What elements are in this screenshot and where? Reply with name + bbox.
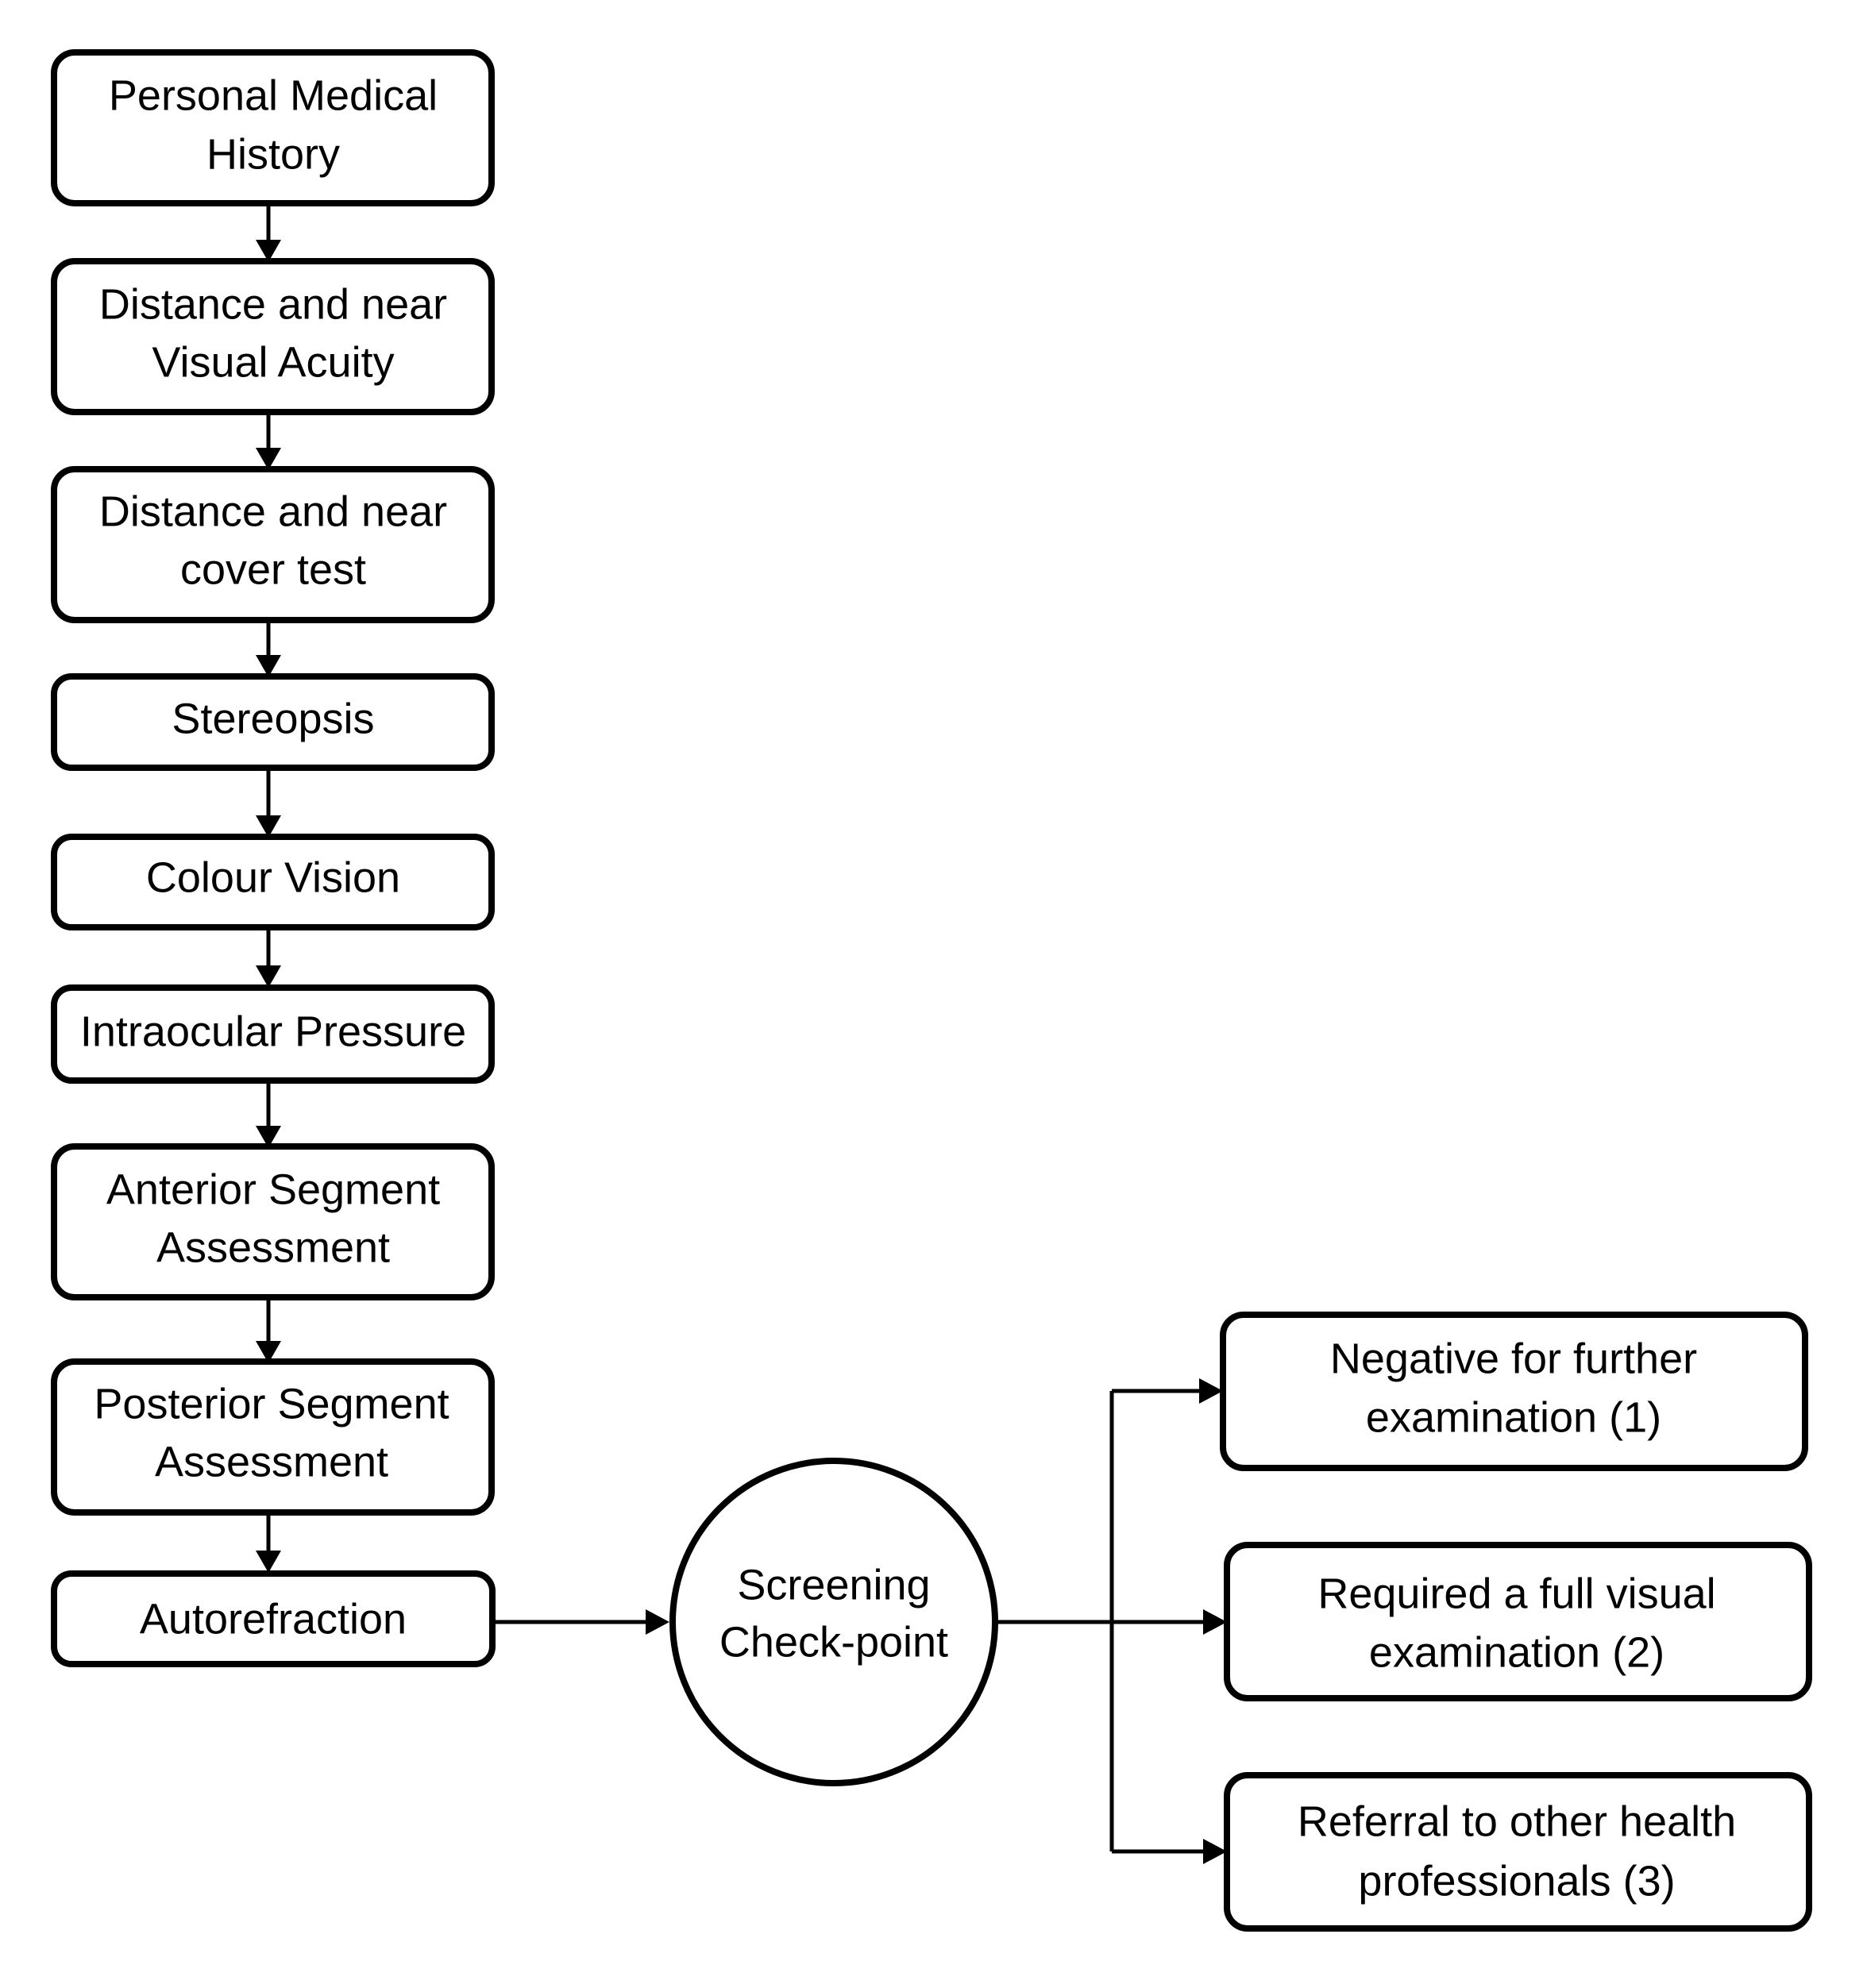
outcome-label-line: Referral to other health bbox=[1298, 1797, 1736, 1845]
step-autorefraction: Autorefraction bbox=[51, 1570, 496, 1667]
step-box bbox=[51, 834, 495, 930]
step-box bbox=[51, 258, 495, 415]
arrowhead-6-7 bbox=[256, 1126, 281, 1148]
arrowhead-8-9 bbox=[256, 1551, 281, 1573]
step-label-line: Distance and near bbox=[99, 487, 447, 535]
outcome-box bbox=[1224, 1772, 1812, 1932]
arrowhead-outcome-1 bbox=[1199, 1378, 1223, 1404]
step-label-line: cover test bbox=[180, 545, 366, 593]
step-personal-medical-history: Personal Medical History bbox=[51, 49, 495, 206]
step-box bbox=[51, 673, 495, 771]
step-label-line: Personal Medical bbox=[109, 71, 438, 119]
outcome-full-visual-examination: Required a full visual examination (2) bbox=[1224, 1542, 1812, 1701]
step-label-line: Intraocular Pressure bbox=[80, 1007, 466, 1055]
step-label-line: Visual Acuity bbox=[152, 338, 394, 386]
step-label-line: History bbox=[206, 130, 340, 178]
arrowhead-5-6 bbox=[256, 965, 281, 988]
step-label-line: Distance and near bbox=[99, 280, 447, 328]
arrowhead-7-8 bbox=[256, 1341, 281, 1363]
step-label-line: Posterior Segment bbox=[94, 1380, 449, 1427]
arrowhead-checkpoint bbox=[646, 1609, 669, 1635]
outcome-label-line: examination (2) bbox=[1369, 1628, 1664, 1676]
checkpoint-circle bbox=[669, 1458, 998, 1786]
step-anterior-segment-assessment: Anterior Segment Assessment bbox=[51, 1143, 495, 1300]
arrowhead-outcome-3 bbox=[1203, 1839, 1227, 1864]
step-label-line: Assessment bbox=[155, 1438, 388, 1485]
step-label-line: Assessment bbox=[156, 1223, 390, 1271]
outcome-connectors bbox=[997, 1378, 1227, 1864]
outcome-label-line: professionals (3) bbox=[1358, 1857, 1675, 1905]
step-label-line: Autorefraction bbox=[140, 1595, 407, 1643]
step-box bbox=[51, 984, 495, 1084]
outcome-label-line: Negative for further bbox=[1330, 1335, 1697, 1382]
arrowhead-4-5 bbox=[256, 815, 281, 838]
step-box bbox=[51, 1358, 495, 1516]
checkpoint-label-line: Screening bbox=[737, 1561, 930, 1609]
step-visual-acuity: Distance and near Visual Acuity bbox=[51, 258, 495, 415]
step-cover-test: Distance and near cover test bbox=[51, 466, 495, 623]
step-posterior-segment-assessment: Posterior Segment Assessment bbox=[51, 1358, 495, 1516]
step-connectors bbox=[256, 203, 281, 1573]
arrowhead-2-3 bbox=[256, 448, 281, 470]
arrowhead-1-2 bbox=[256, 240, 281, 262]
outcome-label-line: examination (1) bbox=[1366, 1393, 1661, 1441]
step-box bbox=[51, 1570, 496, 1667]
step-stereopsis: Stereopsis bbox=[51, 673, 495, 771]
outcome-box bbox=[1224, 1542, 1812, 1701]
step-label-line: Colour Vision bbox=[146, 853, 400, 901]
step-label-line: Anterior Segment bbox=[106, 1165, 440, 1213]
screening-checkpoint: Screening Check-point bbox=[669, 1458, 998, 1786]
arrowhead-3-4 bbox=[256, 655, 281, 677]
outcome-label-line: Required a full visual bbox=[1317, 1570, 1715, 1617]
step-intraocular-pressure: Intraocular Pressure bbox=[51, 984, 495, 1084]
step-label-line: Stereopsis bbox=[172, 695, 374, 742]
step-box bbox=[51, 49, 495, 206]
checkpoint-label-line: Check-point bbox=[719, 1618, 948, 1666]
arrowhead-outcome-2 bbox=[1203, 1609, 1227, 1635]
step-box bbox=[51, 1143, 495, 1300]
outcome-referral: Referral to other health professionals (… bbox=[1224, 1772, 1812, 1932]
step-colour-vision: Colour Vision bbox=[51, 834, 495, 930]
outcome-box bbox=[1220, 1312, 1808, 1471]
outcome-negative: Negative for further examination (1) bbox=[1220, 1312, 1808, 1471]
step-box bbox=[51, 466, 495, 623]
to-checkpoint-connector bbox=[496, 1609, 669, 1635]
